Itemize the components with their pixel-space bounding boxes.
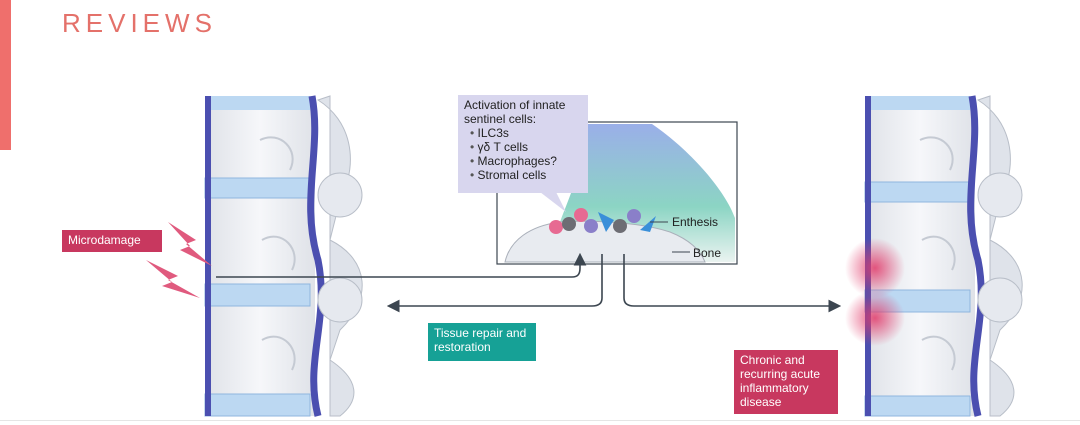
tissue-repair-label: Tissue repair and restoration — [428, 323, 536, 361]
lightning-icon — [146, 260, 200, 298]
accent-bar — [0, 0, 11, 150]
enthesis-label: Enthesis — [672, 215, 719, 229]
innate-item: ILC3s — [470, 126, 582, 140]
innate-title: Activation of innate sentinel cells: — [464, 98, 566, 126]
connector-arrows — [216, 252, 842, 313]
innate-item: Macrophages? — [470, 154, 582, 168]
callout-tail — [540, 192, 566, 212]
microdamage-label: Microdamage — [62, 230, 162, 252]
innate-item: Stromal cells — [470, 168, 582, 182]
inflammation-spot — [845, 290, 905, 346]
bone-label: Bone — [693, 246, 722, 260]
innate-item: γδ T cells — [470, 140, 582, 154]
divider — [0, 420, 1080, 421]
left-spine — [204, 95, 363, 417]
inflammation-spot — [845, 238, 905, 298]
chronic-disease-label: Chronic and recurring acute inflammatory… — [734, 350, 838, 414]
right-spine — [845, 95, 1023, 417]
innate-cells-callout: Activation of innate sentinel cells: ILC… — [458, 95, 588, 193]
lightning-icon — [168, 222, 212, 266]
innate-list: ILC3s γδ T cells Macrophages? Stromal ce… — [464, 126, 582, 182]
page-title: REVIEWS — [62, 8, 217, 38]
